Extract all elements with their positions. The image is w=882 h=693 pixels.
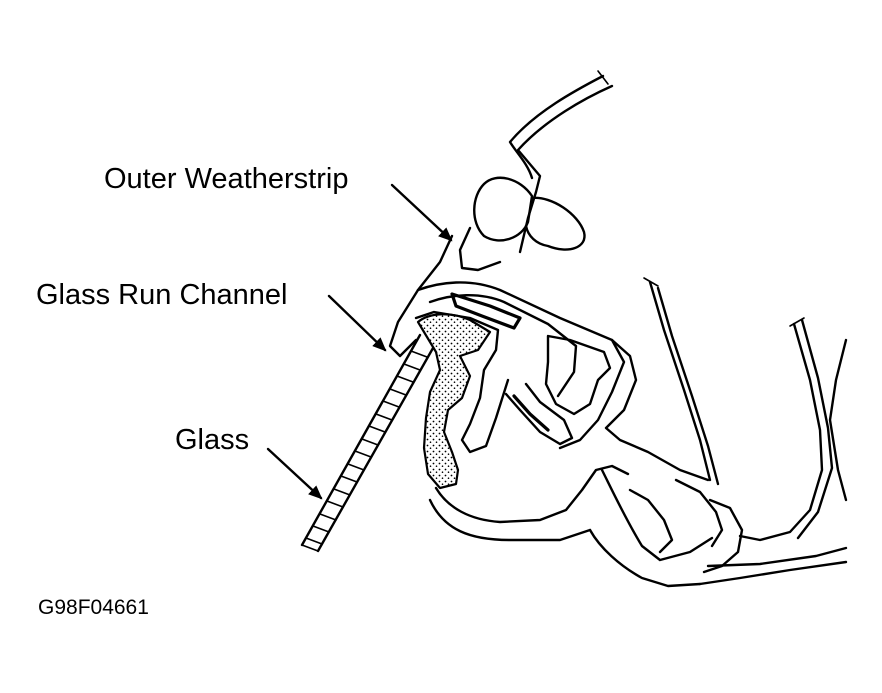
glass-arrow bbox=[266, 447, 323, 500]
lower-body-structure bbox=[428, 338, 848, 588]
outer-weatherstrip-label: Outer Weatherstrip bbox=[104, 163, 349, 195]
outer-weatherstrip-arrow bbox=[390, 183, 453, 242]
stippled-seal bbox=[416, 313, 492, 490]
glass-run-channel bbox=[414, 281, 626, 454]
outer-weatherstrip bbox=[388, 176, 586, 358]
glass-run-channel-label: Glass Run Channel bbox=[36, 279, 288, 311]
leader-arrows bbox=[266, 183, 453, 500]
upper-body-panel bbox=[508, 70, 614, 254]
glass-label: Glass bbox=[175, 424, 250, 456]
right-side-panels bbox=[643, 277, 848, 542]
glass-pane bbox=[300, 333, 439, 553]
glass-run-channel-arrow bbox=[327, 294, 387, 352]
figure-id: G98F04661 bbox=[38, 596, 149, 619]
